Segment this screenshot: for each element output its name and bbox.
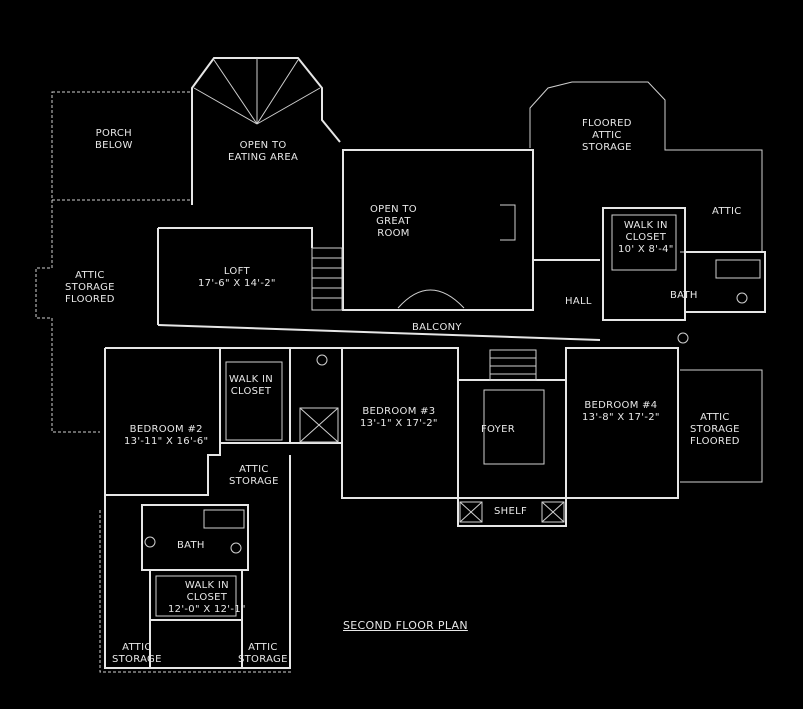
eating-bay-wall <box>191 57 341 205</box>
foyer-stair-well <box>483 389 545 465</box>
loft-wall-top <box>158 227 313 248</box>
left-attic-outline <box>35 200 100 433</box>
bedroom2-wall <box>104 347 221 496</box>
shelf-wall <box>457 497 567 527</box>
right-attic2-outline <box>680 369 763 483</box>
foyer-stair <box>489 349 537 381</box>
bay-ray <box>193 87 258 125</box>
balcony-label: BALCONY <box>412 322 462 333</box>
bay-ray <box>256 59 299 125</box>
foyer-label: FOYER <box>481 424 515 435</box>
shelf-label: SHELF <box>494 506 528 517</box>
shower <box>299 407 339 443</box>
lower-wing-wall <box>104 455 291 669</box>
bath-top-label: BATH <box>670 290 698 301</box>
bedroom4-wall <box>565 347 679 499</box>
balcony-arc <box>397 289 465 309</box>
bath-tub <box>715 259 761 279</box>
lower-attic-outline <box>99 510 292 673</box>
walkin-low-inner <box>155 575 237 617</box>
great-room-wall <box>342 149 534 311</box>
plan-title: SECOND FLOOR PLAN <box>343 619 468 632</box>
fireplace <box>500 204 516 241</box>
walkin-mid-inner <box>225 361 283 441</box>
bath-mid-sink <box>316 354 328 366</box>
porch-outline <box>51 91 193 201</box>
hall-label: HALL <box>565 296 592 307</box>
right-attic-outline <box>529 81 763 253</box>
bath-low-wall <box>141 504 249 571</box>
bath-mid-wall <box>289 347 343 444</box>
walkin-low-wall <box>149 569 243 621</box>
attic-right-label: ATTIC <box>712 206 742 217</box>
balcony-rail <box>157 324 601 341</box>
foyer-wall <box>457 379 567 499</box>
walkin-top-inner <box>611 214 677 271</box>
bath-low-tub <box>203 509 245 529</box>
bay-ray <box>256 87 321 125</box>
bath-toilet <box>677 332 689 344</box>
bath-low-label: BATH <box>177 540 205 551</box>
bath-sink <box>736 292 748 304</box>
bath-top-wall <box>684 251 766 313</box>
bay-ray <box>213 59 258 125</box>
loft-stair <box>311 247 343 311</box>
